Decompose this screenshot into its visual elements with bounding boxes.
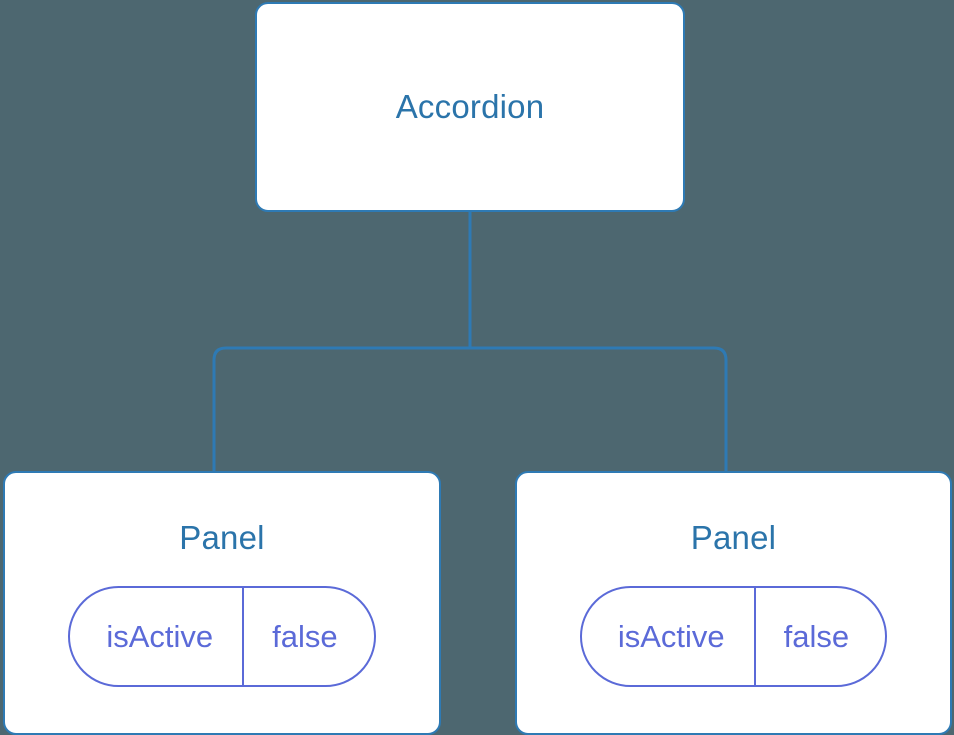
prop-pill-isactive[interactable]: isActive false (579, 586, 888, 688)
prop-value: false (753, 588, 885, 686)
prop-key: isActive (106, 619, 214, 655)
node-accordion[interactable]: Accordion (255, 2, 685, 212)
node-title: Panel (179, 519, 265, 556)
node-title: Panel (690, 519, 777, 556)
prop-pill-isactive[interactable]: isActive false (68, 586, 376, 688)
node-panel-0[interactable]: Panel isActive false (3, 471, 441, 735)
connector-bus-right (470, 346, 728, 473)
node-title: Accordion (395, 87, 545, 125)
prop-value: false (242, 588, 373, 686)
connector-bus-left (212, 346, 470, 473)
node-panel-1[interactable]: Panel isActive false (515, 471, 952, 735)
prop-key: isActive (617, 619, 725, 655)
